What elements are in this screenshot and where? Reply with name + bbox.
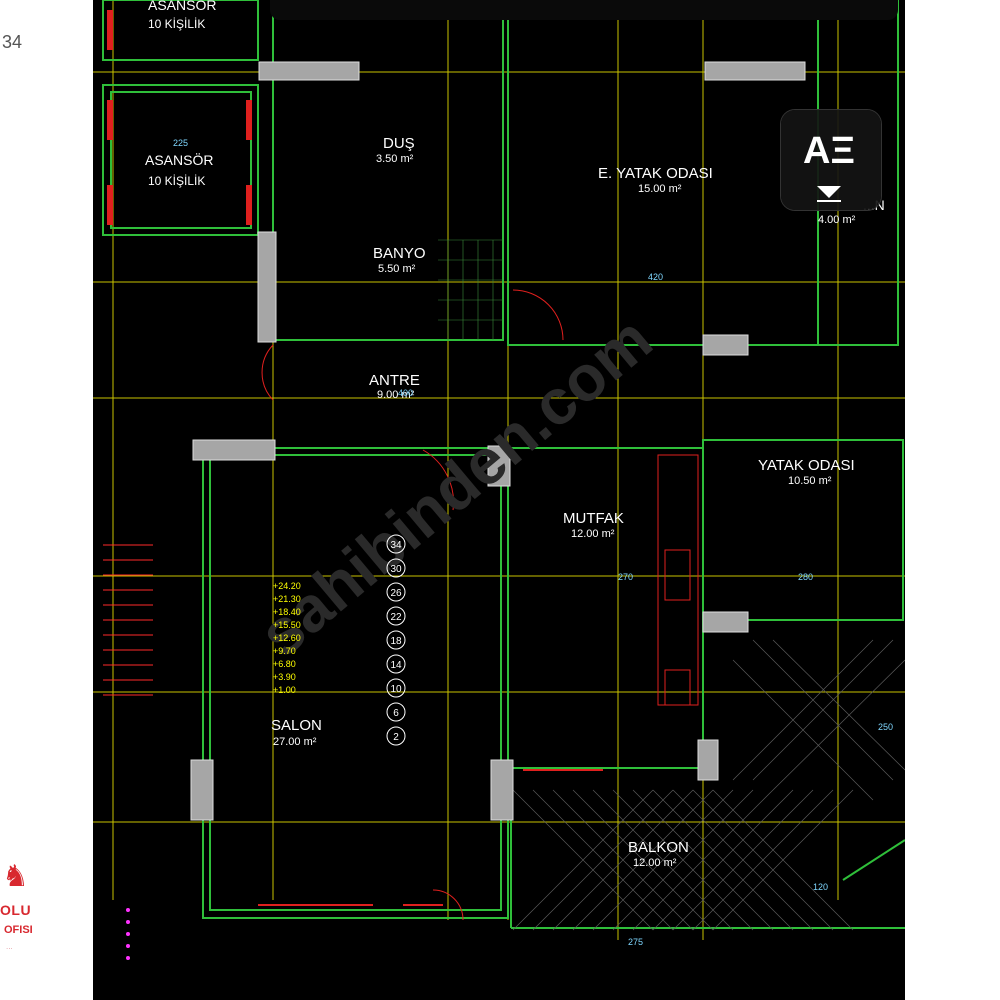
elevation-level: +12.60 [273,633,301,643]
elevation-level: +21.30 [273,594,301,604]
watermark: sahibinden.com [246,302,665,670]
floor-marker: 6 [393,708,399,719]
room-name-e-yatak-odasi: E. YATAK ODASI [598,165,713,182]
room-labels: ASANSÖR 10 KİŞİLİK ASANSÖR 10 KİŞİLİK DU… [145,0,885,869]
elevation-levels: +24.20 +21.30 +18.40 +15.50 +12.60 +9.70… [273,581,301,695]
room-area-banyo: 5.50 m² [378,263,416,275]
floor-marker-circle [386,534,406,554]
page-margin: 34 ♞ OLU OFISI ... [0,0,93,1000]
room-name-antre: ANTRE [369,372,420,389]
floor-marker-circle [386,654,406,674]
room-name-balkon: BALKON [628,839,689,856]
bathroom-tiling [438,239,503,340]
stair-treads [103,544,153,696]
dimension-label: 420 [648,272,663,282]
horse-logo-icon: ♞ [2,860,29,893]
room-area-asansor-2: 10 KİŞİLİK [148,174,205,188]
room-name-asansor-2: ASANSÖR [145,151,213,168]
top-toolbar [270,0,898,20]
elevation-level: +24.20 [273,581,301,591]
floor-marker-circle [386,702,406,722]
logo-text-line3: ... [6,942,13,951]
elevation-level: +15.50 [273,620,301,630]
floor-marker: 10 [390,684,402,695]
floor-marker-circle [386,606,406,626]
dimension-label: 250 [878,722,893,732]
room-area-antre: 9.00 m² [377,389,415,401]
floor-marker-numbers: 34 30 26 22 18 14 10 6 2 [390,540,402,743]
floor-marker: 22 [390,612,402,623]
magenta-markers [126,908,130,960]
room-area-dus: 3.50 m² [376,153,414,165]
floor-marker-circle [386,558,406,578]
room-name-salon: SALON [271,717,322,734]
door-swings [261,289,564,921]
floor-marker-circle [386,726,406,746]
floor-marker: 30 [390,564,402,575]
room-name-dus: DUŞ [383,135,415,152]
floor-plan: sahibinden.com ASANSÖR 10 KİŞİLİK ASANSÖ… [93,0,905,1000]
chevron-down-icon [817,186,841,198]
logo-text-line1: OLU [0,902,32,918]
elevation-level: +6.80 [273,659,296,669]
dimension-labels: 225 420 400 270 280 275 250 120 [173,138,893,947]
translate-icon: AΞ [803,130,855,172]
room-area-balkon: 12.00 m² [633,857,677,869]
elevation-level: +9.70 [273,646,296,656]
windows [258,769,603,906]
translate-button[interactable]: AΞ [781,110,881,210]
dimension-label: 225 [173,138,188,148]
floor-marker: 18 [390,636,402,647]
kitchen-counter [657,454,699,706]
elevation-level: +18.40 [273,607,301,617]
room-area-e-yatak-odasi: 15.00 m² [638,183,682,195]
room-name-mutfak: MUTFAK [563,510,624,527]
floor-marker: 2 [393,732,399,743]
elevation-level: +3.90 [273,672,296,682]
dimension-label: 275 [628,937,643,947]
balcony-tiling [512,639,905,931]
realty-logo: ♞ OLU OFISI ... [0,862,40,972]
floor-plan-drawing: sahibinden.com ASANSÖR 10 KİŞİLİK ASANSÖ… [93,0,905,960]
floor-marker-circle [386,678,406,698]
room-name-asansor-1: ASANSÖR [148,0,216,13]
elevation-level: +1.00 [273,685,296,695]
room-area-yatak-odasi: 10.50 m² [788,475,832,487]
floor-marker: 26 [390,588,402,599]
elevator-door-marks [107,10,252,225]
dimension-label: 270 [618,572,633,582]
floor-markers [386,534,406,746]
chevron-underline [817,200,841,202]
floor-marker: 14 [390,660,402,671]
room-name-banyo: BANYO [373,245,426,262]
logo-text-line2: OFISI [4,924,33,936]
dimension-label: 120 [813,882,828,892]
room-area-mutfak: 12.00 m² [571,528,615,540]
room-area-salon: 27.00 m² [273,736,317,748]
floor-marker: 34 [390,540,402,551]
dimension-label: 400 [398,388,413,398]
room-area-asansor-1: 10 KİŞİLİK [148,17,205,31]
room-area-small-room: 4.00 m² [818,214,856,226]
floor-marker-circle [386,582,406,602]
dimension-label: 280 [798,572,813,582]
room-name-yatak-odasi: YATAK ODASI [758,457,855,474]
page-number: 34 [2,32,23,52]
floor-marker-circle [386,630,406,650]
structural-columns [190,61,806,821]
